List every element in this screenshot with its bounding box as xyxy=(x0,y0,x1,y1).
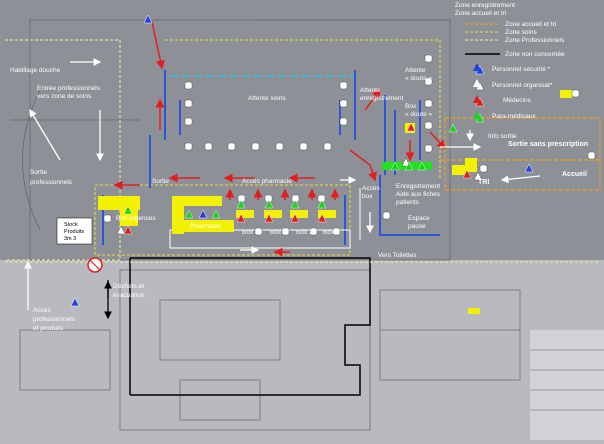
label-sortie-pro-1: Sortie xyxy=(30,169,47,176)
label-enregistrement-2: Aide aux fiches xyxy=(396,191,441,198)
label-box4: Box 4 xyxy=(242,229,259,236)
label-acces-pharmacie: Accès pharmacie xyxy=(242,178,292,185)
zone-professionnels xyxy=(5,39,600,263)
label-pharmacie: Pharmacie xyxy=(190,223,221,230)
stock-box xyxy=(56,217,93,245)
title-block-lines xyxy=(530,349,604,411)
legend-personnel-securite: Personnel sécurité * xyxy=(492,66,551,73)
label-attente-doute-2: « doute » xyxy=(405,75,432,82)
label-sortie-sans-prescription: Sortie sans prescription xyxy=(508,141,588,148)
flow-arrows-red xyxy=(113,21,447,257)
label-acces-pro-1: Accès xyxy=(33,307,51,314)
label-tri: TRI xyxy=(478,179,489,186)
legend-zone-enregistrement: Zone enregistrement xyxy=(455,2,515,9)
legend-zone-non-concernee: Zone non concernée xyxy=(505,51,565,58)
label-entree-pro-1: Entrée professionnels xyxy=(37,85,101,92)
zone-soins xyxy=(94,39,441,256)
label-dechets-1: Déchets et xyxy=(113,283,144,290)
legend-personnel-organisation: Personnel organisat* xyxy=(492,82,553,89)
label-acces-box-1: Accès xyxy=(362,185,380,192)
flow-arrows-white xyxy=(24,58,541,310)
label-attente-enreg-1: Attente xyxy=(360,87,381,94)
legend-zone-soins: Zone soins xyxy=(505,29,538,36)
legend xyxy=(465,23,500,119)
label-dechets-2: évacuation xyxy=(113,292,145,299)
label-acces-box-2: box xyxy=(362,193,373,200)
label-stock-3: 3m 3 xyxy=(64,236,76,242)
label-enregistrement-3: patients xyxy=(396,199,420,206)
waiting-chairs xyxy=(103,54,596,236)
label-stock-2: Produits xyxy=(64,229,84,235)
label-box1: Box 1 xyxy=(323,229,340,236)
architectural-walls xyxy=(10,19,521,431)
label-info-sortie: Info sortie xyxy=(488,133,517,140)
label-attente-soins: Attente soins xyxy=(248,95,286,102)
plan-lower-area xyxy=(0,260,604,444)
label-box-doute-2: « doute » xyxy=(405,111,432,118)
label-box3: Box 3 xyxy=(270,229,287,236)
label-vers-toilettes: Vers Toilettes xyxy=(378,252,417,259)
label-entree-pro-2: vers zone de soins xyxy=(37,93,92,100)
triangle-white-organisation-icon xyxy=(116,81,485,235)
legend-zone-accueil-tri: Zone accueil et tri xyxy=(505,21,556,28)
legend-medecins: Médecins xyxy=(503,97,532,104)
label-sortie: Sortie xyxy=(152,178,169,185)
label-accueil: Accueil xyxy=(562,171,587,178)
legend-text: Zone enregistrement Zone accueil et tri … xyxy=(455,2,565,120)
zone-non-concernee xyxy=(129,257,371,396)
triangle-green-paramedical-icon xyxy=(123,113,485,219)
label-acces-pro-3: et produits xyxy=(33,325,64,332)
label-attente-enreg-2: enregistrement xyxy=(360,95,404,102)
label-sortie-pro-2: professionnels xyxy=(30,179,73,186)
plan-labels: Habillage douche Entrée professionnels v… xyxy=(10,67,588,332)
label-box-doute-1: Box xyxy=(405,103,417,110)
label-habillage: Habillage douche xyxy=(10,67,61,74)
label-stock-1: Stock xyxy=(64,222,78,228)
label-attente-doute-1: Attente xyxy=(405,67,426,74)
label-acces-pro-2: professionnels xyxy=(33,316,76,323)
label-enregistrement-1: Enregistrement xyxy=(396,183,440,190)
legend-zone-professionnels: Zone Professionnels xyxy=(505,37,565,44)
label-box2: Box 2 xyxy=(296,229,313,236)
legend-zone-accueil-tri-heading: Zone accueil et tri xyxy=(455,10,506,17)
label-espace-pause-2: pause xyxy=(408,223,426,230)
title-block xyxy=(530,330,604,440)
label-espace-pause-1: Espace xyxy=(408,215,430,222)
label-box-urgences: Box urgences xyxy=(116,215,156,222)
legend-para-medicaux: Para-médicaux xyxy=(492,113,536,120)
